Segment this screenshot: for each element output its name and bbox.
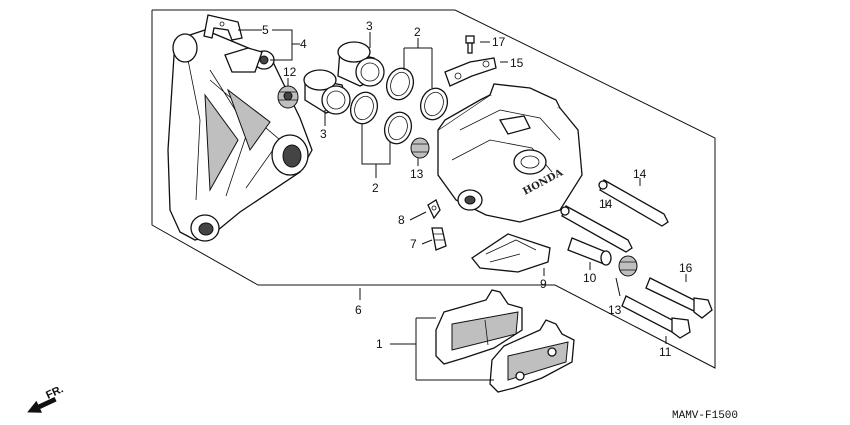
label-part-16: 16 (679, 261, 693, 275)
pin-bolt (645, 277, 713, 319)
pin-boot-lower (618, 255, 638, 277)
bracket-clip (203, 14, 243, 41)
pad-spring (471, 233, 551, 273)
label-part-7: 7 (410, 237, 417, 251)
piston-seal-set-lower (349, 91, 413, 145)
brake-pad-inner (435, 289, 523, 365)
label-part-8: 8 (398, 213, 405, 227)
label-part-12: 12 (283, 65, 297, 79)
front-direction-label: FR. (44, 383, 65, 401)
bleed-bolt (465, 35, 475, 54)
pin-sleeve (567, 237, 612, 266)
label-part-11: 11 (659, 345, 672, 359)
caliper-body: HONDA (437, 83, 583, 223)
label-part-1: 1 (376, 337, 383, 351)
diagram-code: MAMV-F1500 (672, 410, 738, 422)
label-part-17: 17 (492, 35, 506, 49)
label-part-6: 6 (355, 303, 362, 317)
label-part-13-lower: 13 (608, 303, 622, 317)
bleeder-cap (427, 199, 441, 220)
pin-boot-upper (410, 137, 430, 159)
pad-pin-lower (560, 205, 633, 253)
assembly-boundary (151, 9, 716, 369)
bracket-bolt (621, 295, 691, 339)
bleeder-valve (431, 227, 447, 251)
label-part-2-upper: 2 (414, 25, 421, 39)
piston-lower (303, 69, 351, 115)
leader-lines (238, 29, 687, 381)
label-part-3-lower: 3 (320, 127, 327, 141)
label-part-15: 15 (510, 56, 524, 70)
brake-pad-outer (489, 319, 575, 393)
label-part-4: 4 (300, 37, 307, 51)
front-direction-arrow (27, 396, 57, 413)
label-part-5: 5 (262, 23, 269, 37)
label-part-14-lower: 14 (599, 197, 613, 211)
label-part-13-upper: 13 (410, 167, 424, 181)
piston-seal-set-upper (385, 67, 449, 121)
piston-upper (337, 41, 385, 87)
label-part-2-lower: 2 (372, 181, 379, 195)
caliper-bracket (167, 29, 313, 242)
label-part-14-upper: 14 (633, 167, 647, 181)
retainer-plate (444, 57, 497, 87)
label-part-10: 10 (583, 271, 597, 285)
label-part-9: 9 (540, 277, 547, 291)
label-part-3-upper: 3 (366, 19, 373, 33)
bracket-pin-boot (277, 85, 299, 109)
pad-pin-upper (598, 179, 669, 227)
